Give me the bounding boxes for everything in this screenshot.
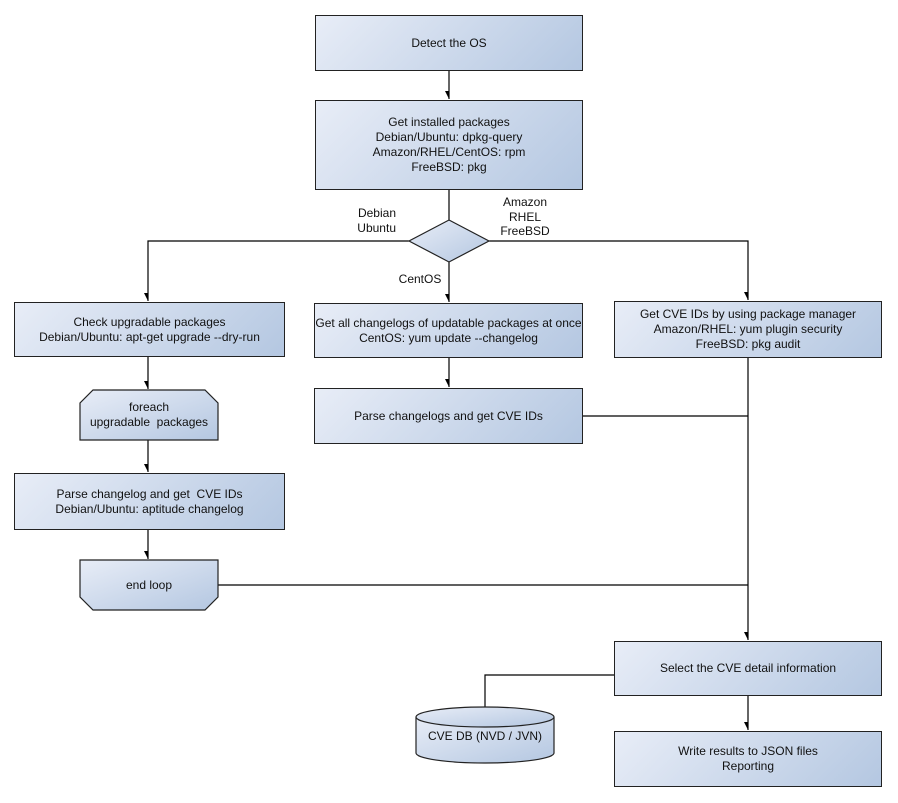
node-get-installed-packages-label: Get installed packages Debian/Ubuntu: dp… [372, 115, 526, 174]
node-parse-changelogs-centos-label: Parse changelogs and get CVE IDs [354, 408, 543, 423]
node-get-installed-packages: Get installed packages Debian/Ubuntu: dp… [315, 100, 583, 190]
node-check-upgradable-packages-label: Check upgradable packages Debian/Ubuntu:… [39, 314, 260, 344]
node-parse-changelog-debian: Parse changelog and get CVE IDs Debian/U… [14, 473, 285, 530]
node-get-cve-ids-pkg-manager: Get CVE IDs by using package manager Ama… [614, 301, 882, 358]
node-get-cve-ids-pkg-manager-label: Get CVE IDs by using package manager Ama… [639, 307, 857, 351]
node-detect-os-label: Detect the OS [411, 35, 487, 50]
foreach-loop-shape [79, 389, 219, 441]
node-select-cve-detail: Select the CVE detail information [614, 641, 882, 696]
node-parse-changelog-debian-label: Parse changelog and get CVE IDs Debian/U… [55, 486, 244, 516]
os-decision-diamond [407, 219, 491, 263]
node-detect-os: Detect the OS [315, 15, 583, 71]
edge-decision-right-amazon [489, 240, 749, 300]
end-loop-shape [79, 559, 219, 611]
edge-label-amazon-rhel-freebsd: Amazon RHEL FreeBSD [500, 195, 550, 238]
node-write-results: Write results to JSON files Reporting [614, 731, 882, 787]
edge-label-centos: CentOS [398, 272, 442, 286]
edge-decision-left-debian [148, 240, 409, 301]
cve-db-cylinder-top [415, 706, 555, 728]
node-parse-changelogs-centos: Parse changelogs and get CVE IDs [314, 388, 583, 444]
node-select-cve-detail-label: Select the CVE detail information [659, 661, 837, 675]
node-get-all-changelogs: Get all changelogs of updatable packages… [314, 303, 583, 358]
node-write-results-label: Write results to JSON files Reporting [678, 744, 818, 773]
cve-db-cylinder-body [415, 717, 555, 764]
edge-select-to-cvedb [484, 674, 614, 707]
node-check-upgradable-packages: Check upgradable packages Debian/Ubuntu:… [14, 302, 285, 357]
node-get-all-changelogs-label: Get all changelogs of updatable packages… [315, 315, 582, 345]
edge-label-debian-ubuntu: Debian Ubuntu [357, 206, 396, 235]
